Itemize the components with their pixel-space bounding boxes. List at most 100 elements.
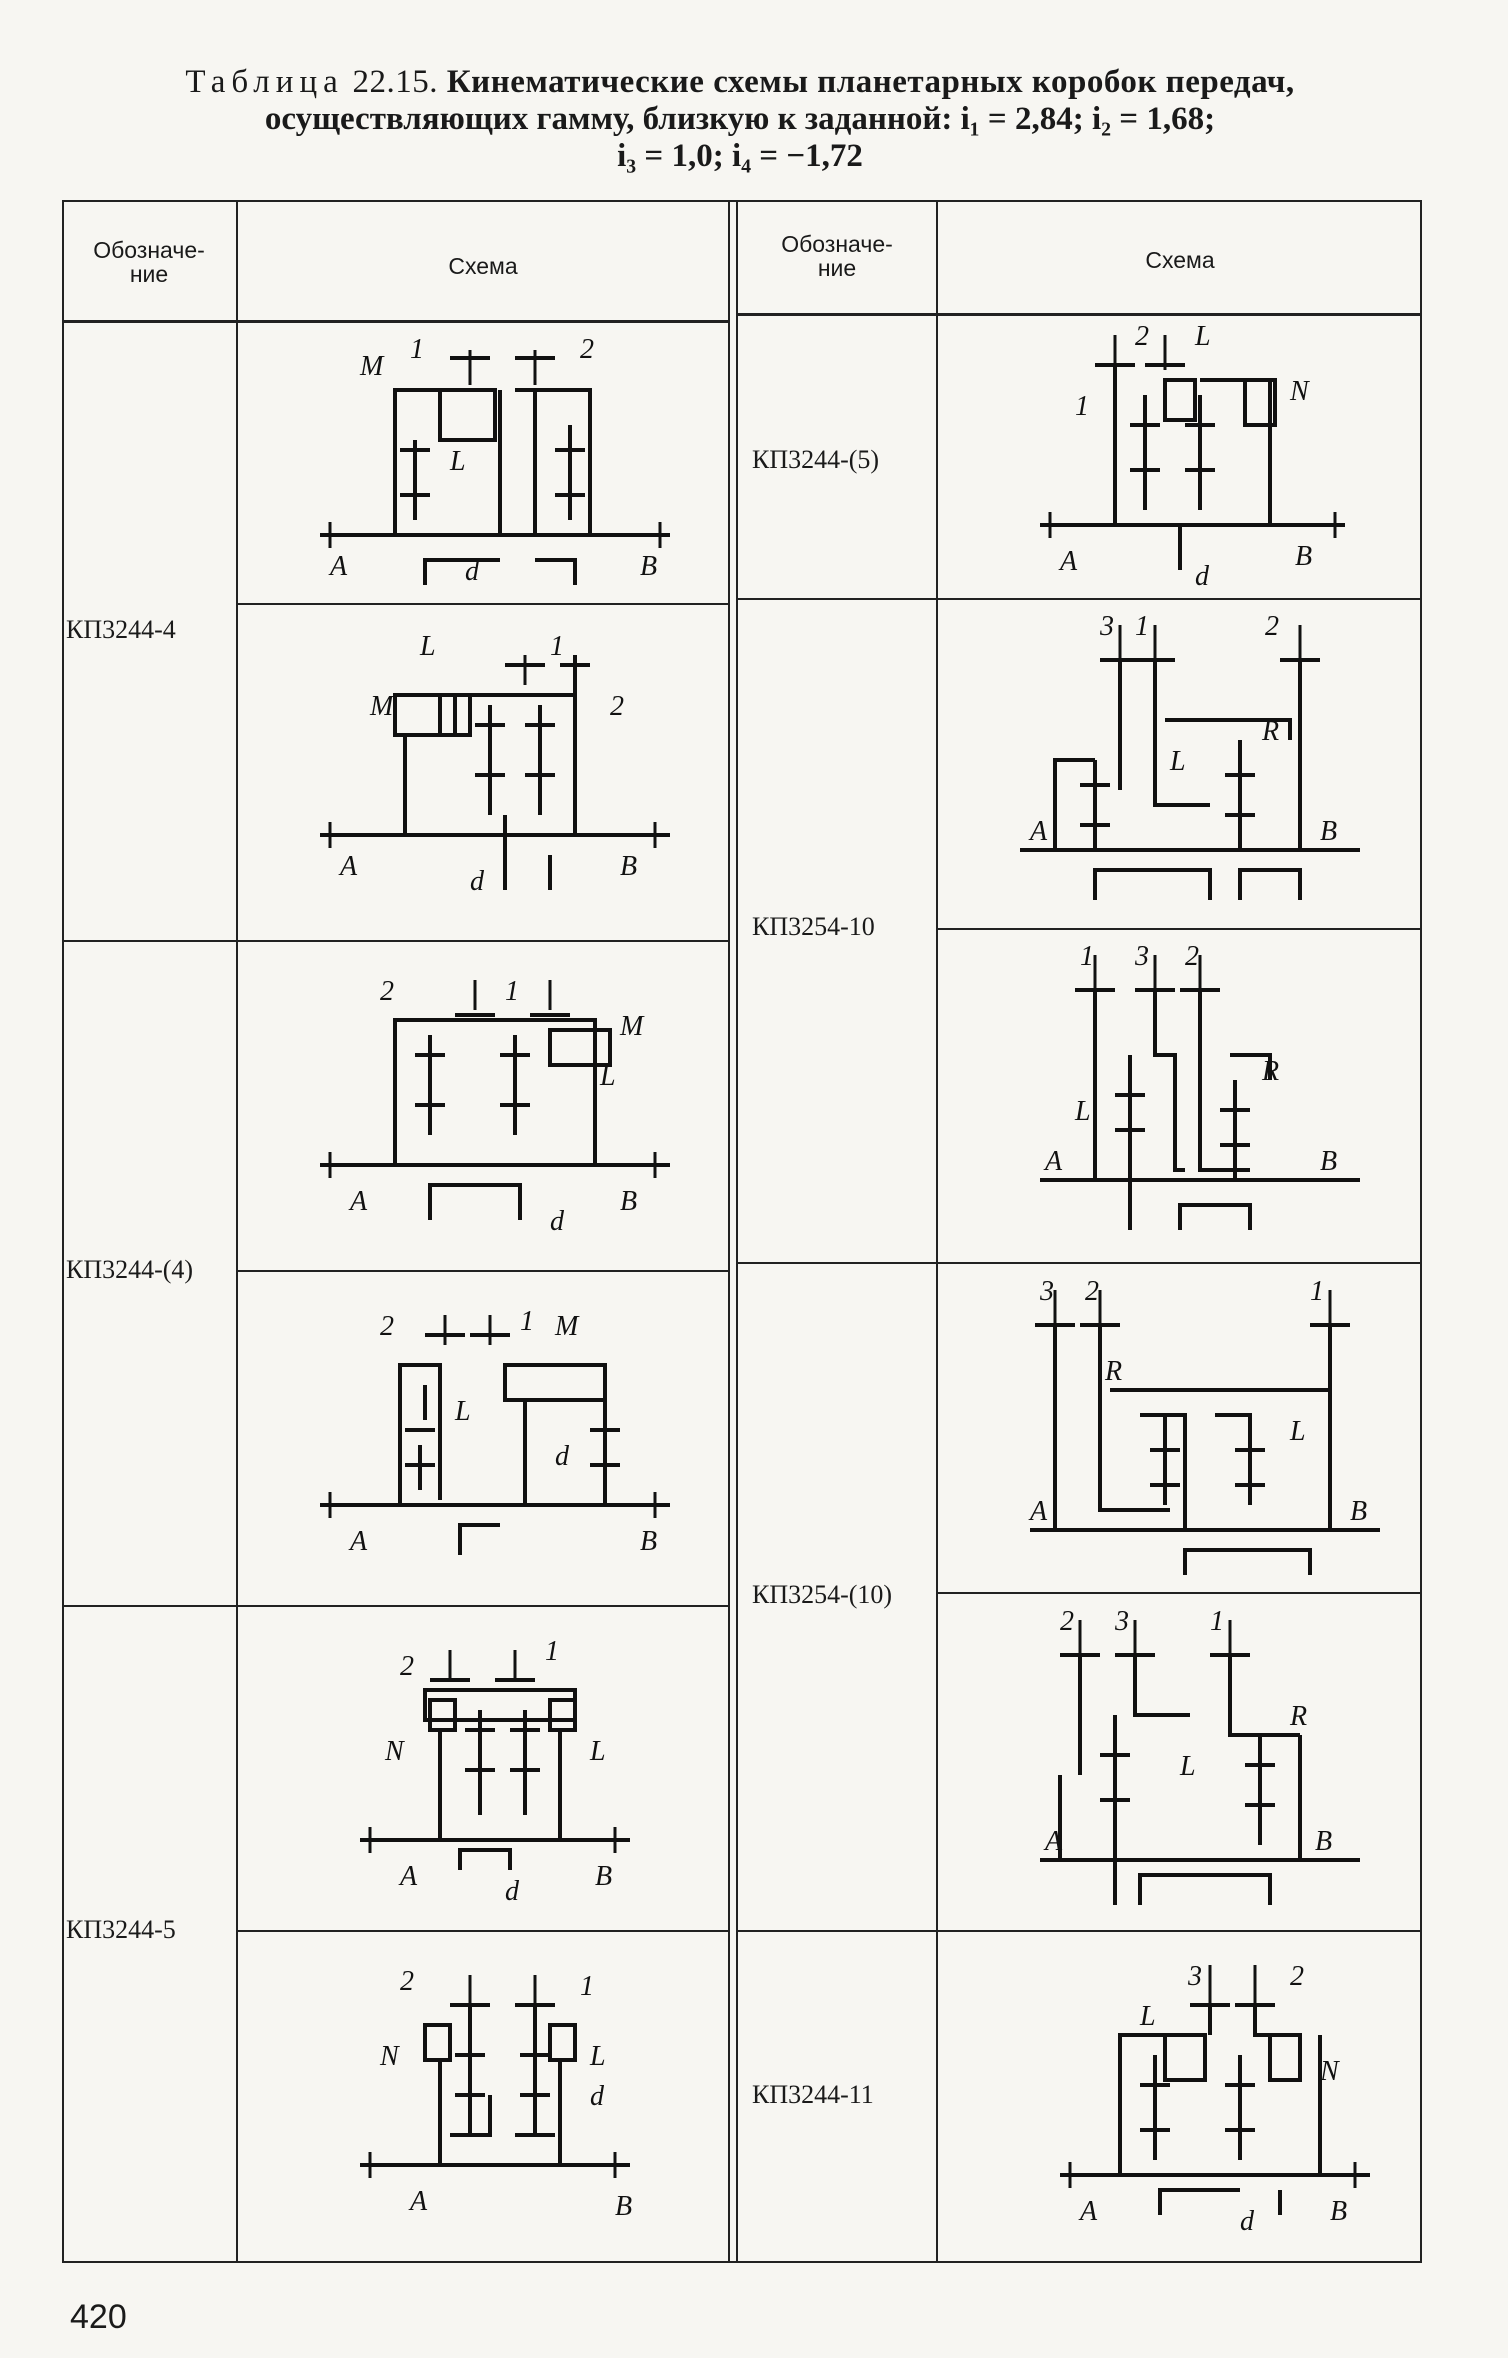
label-B: B <box>640 551 657 582</box>
label-2: 2 <box>380 976 394 1007</box>
label-2: 2 <box>400 1651 414 1682</box>
kinematic-scheme-l1: M 1 2 L A d B <box>300 330 680 595</box>
label-3: 3 <box>1134 941 1149 972</box>
label-B: B <box>620 1186 637 1217</box>
label-M: M <box>554 1311 580 1342</box>
label-A: A <box>398 1861 418 1892</box>
table-caption: Таблица 22.15. Кинематические схемы план… <box>60 64 1420 175</box>
label-3: 3 <box>1114 1606 1129 1637</box>
header-designation-right: Обозначе- ние <box>781 231 893 281</box>
label-2: 2 <box>380 1311 394 1342</box>
designation-left-2: КП3244-(4) <box>66 1255 194 1284</box>
label-d: d <box>465 556 480 587</box>
label-A: A <box>328 551 348 582</box>
header-scheme-right: Схема <box>1145 247 1215 273</box>
kinematic-scheme-r3: 1 3 2 L R A B <box>1020 940 1380 1240</box>
kinematic-scheme-l4: 2 1 M L d A B <box>300 1290 680 1570</box>
label-L: L <box>589 1736 606 1767</box>
label-A: A <box>1043 1146 1063 1177</box>
label-2: 2 <box>580 334 594 365</box>
label-B: B <box>1295 541 1312 572</box>
caption-word: Таблица <box>185 64 344 100</box>
label-L: L <box>454 1396 471 1427</box>
label-2: 2 <box>1265 611 1279 642</box>
label-d: d <box>470 866 485 897</box>
label-B: B <box>620 851 637 882</box>
label-1: 1 <box>1210 1606 1224 1637</box>
label-A: A <box>348 1526 368 1557</box>
designation-right-2: КП3254-10 <box>752 912 875 941</box>
kinematic-scheme-r4: 3 2 1 R L A B <box>1010 1275 1390 1575</box>
label-L: L <box>589 2041 606 2072</box>
kinematic-scheme-l5: 2 1 N L A d B <box>300 1620 680 1920</box>
row-divider-right-2 <box>736 1262 1422 1264</box>
label-1: 1 <box>1080 941 1094 972</box>
label-1: 1 <box>1135 611 1149 642</box>
label-2: 2 <box>1185 941 1199 972</box>
label-1: 1 <box>1310 1276 1324 1307</box>
kinematic-scheme-l6: 2 1 N L d A B <box>300 1945 680 2245</box>
designation-right-3: КП3254-(10) <box>752 1580 893 1609</box>
label-3: 3 <box>1039 1276 1054 1307</box>
label-A: A <box>1028 1496 1048 1527</box>
label-L: L <box>1074 1096 1091 1127</box>
kinematic-scheme-l2: M L 1 2 A d B <box>300 625 680 905</box>
kinematic-scheme-r1: 2 L 1 N A d B <box>1020 320 1360 590</box>
label-N: N <box>1319 2056 1340 2087</box>
row-divider-left-2 <box>62 1605 730 1607</box>
designation-right-1: КП3244-(5) <box>752 445 880 474</box>
header-rule-left <box>62 320 730 323</box>
label-R: R <box>1261 1056 1279 1087</box>
label-M: M <box>619 1011 645 1042</box>
label-2: 2 <box>1290 1961 1304 1992</box>
col-divider-left <box>236 200 238 2263</box>
label-A: A <box>1028 816 1048 847</box>
table-frame <box>62 200 1422 2263</box>
scheme-divider-right-1 <box>938 928 1422 930</box>
label-M: M <box>369 691 395 722</box>
label-2: 2 <box>400 1966 414 1997</box>
header-rule-right <box>736 313 1422 316</box>
designation-left-1: КП3244-4 <box>66 615 176 644</box>
caption-number: 22.15. <box>352 64 438 100</box>
header-designation-left: Обозначе- ние <box>93 237 205 287</box>
label-L: L <box>1139 2001 1156 2032</box>
label-2: 2 <box>1060 1606 1074 1637</box>
center-divider-a <box>728 200 730 2263</box>
page-number: 420 <box>70 2298 127 2336</box>
scheme-divider-left-2 <box>238 1270 730 1272</box>
scheme-divider-right-2 <box>938 1592 1422 1594</box>
label-3: 3 <box>1187 1961 1202 1992</box>
label-3: 3 <box>1099 611 1114 642</box>
label-B: B <box>1320 816 1337 847</box>
label-d: d <box>1195 561 1210 590</box>
label-1: 1 <box>410 334 424 365</box>
row-divider-left-1 <box>62 940 730 942</box>
label-A: A <box>1058 546 1078 577</box>
label-d: d <box>1240 2206 1255 2237</box>
label-2: 2 <box>610 691 624 722</box>
kinematic-scheme-l3: 2 1 M L A d B <box>300 955 680 1255</box>
label-N: N <box>379 2041 400 2072</box>
designation-right-4: КП3244-11 <box>752 2080 874 2109</box>
center-divider-b <box>736 200 738 2263</box>
scheme-divider-left-1 <box>238 603 730 605</box>
label-A: A <box>1078 2196 1098 2227</box>
caption-line3: i₃ = 1,0; i₄ = −1,72 <box>617 138 863 174</box>
label-1: 1 <box>545 1636 559 1667</box>
label-B: B <box>1330 2196 1347 2227</box>
designation-left-3: КП3244-5 <box>66 1915 176 1944</box>
label-R: R <box>1289 1701 1307 1732</box>
label-B: B <box>1350 1496 1367 1527</box>
label-N: N <box>1289 376 1310 407</box>
kinematic-scheme-r2: 3 1 2 L R A B <box>1000 610 1380 910</box>
row-divider-right-3 <box>736 1930 1422 1932</box>
label-R: R <box>1261 716 1279 747</box>
label-1: 1 <box>1075 391 1089 422</box>
label-A: A <box>1043 1826 1063 1857</box>
header-scheme-left: Схема <box>448 253 518 279</box>
label-B: B <box>595 1861 612 1892</box>
label-d: d <box>505 1876 520 1907</box>
caption-line1: Кинематические схемы планетарных коробок… <box>446 64 1295 100</box>
label-L: L <box>1169 746 1186 777</box>
